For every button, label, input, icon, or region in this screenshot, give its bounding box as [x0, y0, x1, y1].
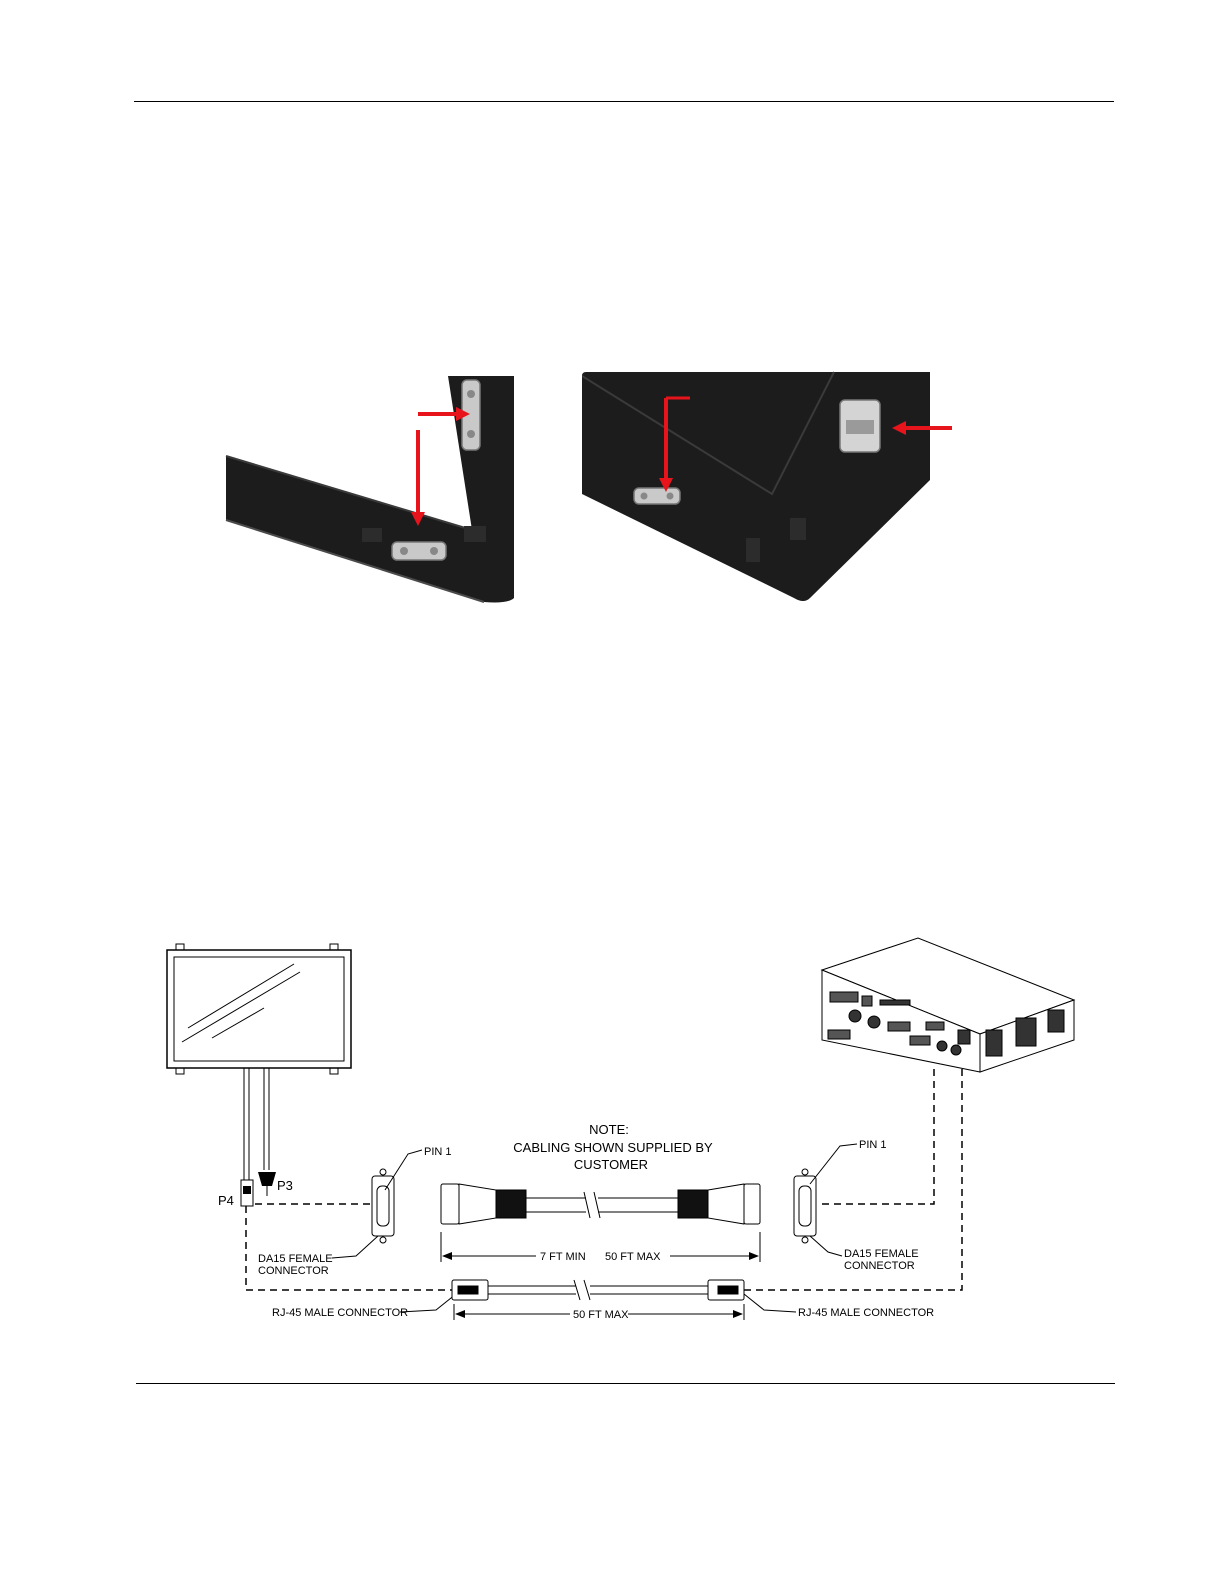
note-title: NOTE:	[589, 1122, 629, 1137]
control-box-illustration	[822, 938, 1074, 1072]
p3-connector	[258, 1172, 276, 1196]
rj45-length-label: 50 FT MAX	[573, 1309, 629, 1321]
max-length-label: 50 FT MAX	[605, 1251, 661, 1263]
rj45-right-label: RJ-45 MALE CONNECTOR	[798, 1307, 934, 1319]
rj45-left-label: RJ-45 MALE CONNECTOR	[272, 1307, 408, 1319]
rj45-cable	[452, 1280, 744, 1300]
da15-connector-left	[372, 1169, 394, 1243]
da15-right-label-2: CONNECTOR	[844, 1260, 915, 1272]
da15-left-label: DA15 FEMALE	[258, 1253, 333, 1265]
note-line-2: CABLING SHOWN SUPPLIED BY	[513, 1140, 713, 1155]
min-length-label: 7 FT MIN	[540, 1251, 586, 1263]
p4-label: P4	[218, 1193, 234, 1208]
pin1-left-label: PIN 1	[424, 1146, 452, 1158]
dimension-line-da15	[441, 1232, 760, 1262]
da15-right-label: DA15 FEMALE	[844, 1248, 919, 1260]
monitor-cables	[244, 1068, 269, 1180]
break-mark-icon	[584, 1192, 600, 1218]
footer-rule	[136, 1383, 1115, 1384]
da15-left-label-2: CONNECTOR	[258, 1265, 329, 1277]
note-line-3: CUSTOMER	[574, 1157, 648, 1172]
da15-extension-cable	[441, 1184, 760, 1224]
monitor-illustration	[167, 944, 351, 1074]
p4-connector	[241, 1180, 253, 1206]
pin1-right-label: PIN 1	[859, 1139, 887, 1151]
p3-label: P3	[277, 1178, 293, 1193]
